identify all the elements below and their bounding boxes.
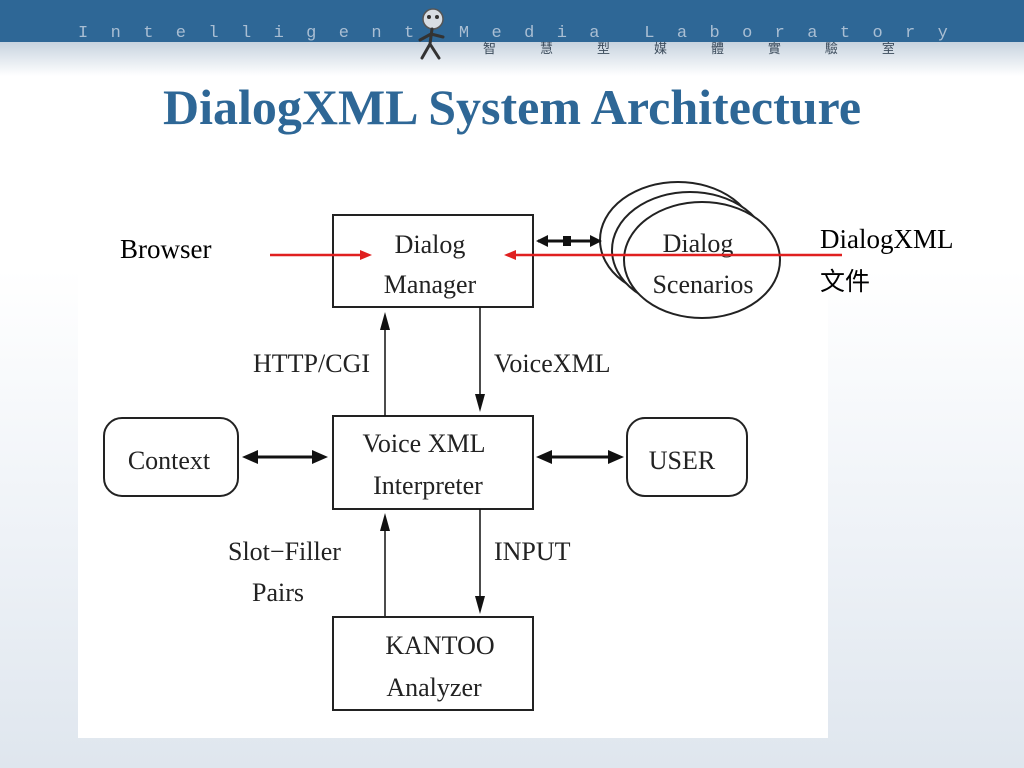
lab-name-cjk: 智慧型媒體實驗室 xyxy=(483,38,895,57)
browser-label: Browser xyxy=(120,234,212,264)
context-label: Context xyxy=(128,446,211,475)
http-cgi-label: HTTP/CGI xyxy=(253,349,370,378)
user-node: USER xyxy=(626,417,748,497)
lab-name-cjk-char: 型 xyxy=(596,42,610,57)
interpreter-line1: Voice XML xyxy=(362,429,485,458)
lab-name-letter: e xyxy=(175,24,186,43)
lab-name-cjk-char: 室 xyxy=(881,42,895,57)
context-interpreter-connector xyxy=(242,450,328,464)
manager-scenarios-connector xyxy=(536,235,602,247)
lab-name-letter: r xyxy=(774,24,785,43)
slot-filler-connector: Slot−Filler Pairs xyxy=(228,513,390,617)
lab-name-letter: o xyxy=(872,24,883,43)
lab-name-letter: t xyxy=(403,24,415,43)
lab-name-cjk-char: 慧 xyxy=(539,42,553,57)
http-cgi-connector: HTTP/CGI xyxy=(253,312,390,416)
dialog-manager-node: Dialog Manager xyxy=(332,214,534,308)
interpreter-user-connector xyxy=(536,450,624,464)
dialog-scenarios-line2: Scenarios xyxy=(652,270,753,299)
input-connector: INPUT xyxy=(475,509,571,614)
dialogxml-label: DialogXML xyxy=(820,224,954,254)
dialog-manager-line2: Manager xyxy=(384,270,477,299)
lab-name-letter: y xyxy=(937,24,948,43)
lab-name-cjk-char: 媒 xyxy=(653,42,667,57)
voicexml-connector: VoiceXML xyxy=(475,307,611,412)
lab-name-letter: a xyxy=(589,24,600,43)
context-node: Context xyxy=(103,417,239,497)
lab-name-cjk-char: 實 xyxy=(767,42,781,57)
header-fade xyxy=(0,42,1024,76)
lab-name-letter: b xyxy=(709,24,720,43)
lab-name-letter: I xyxy=(78,24,89,43)
lab-name-letter: r xyxy=(905,24,916,43)
lab-mascot-icon xyxy=(418,8,445,60)
lab-name-letter: L xyxy=(644,24,655,43)
slot-filler-label-line1: Slot−Filler xyxy=(228,537,341,566)
header-bar xyxy=(0,0,1024,42)
analyzer-line2: Analyzer xyxy=(386,673,482,702)
lab-name-letter: i xyxy=(556,24,567,43)
dialog-scenarios-node: Dialog Scenarios xyxy=(599,181,781,319)
interpreter-line2: Interpreter xyxy=(373,471,483,500)
lab-name-letter: o xyxy=(742,24,753,43)
lab-name-cjk-char: 體 xyxy=(710,42,724,57)
dialogxml-file-label: 文件 xyxy=(820,267,871,296)
lab-name-letter: e xyxy=(338,24,349,43)
dialogxml-arrow xyxy=(504,250,842,260)
analyzer-line1: KANTOO xyxy=(385,631,494,660)
lab-name-letter: M xyxy=(458,24,470,43)
lab-name-letter: a xyxy=(676,24,688,43)
lab-name-cjk-char: 智 xyxy=(483,42,497,57)
dialog-manager-line1: Dialog xyxy=(395,230,466,259)
slide-title: DialogXML System Architecture xyxy=(162,79,862,135)
browser-arrow xyxy=(270,250,372,260)
user-label: USER xyxy=(649,446,716,475)
lab-name-letter: a xyxy=(807,24,818,43)
slot-filler-label-line2: Pairs xyxy=(252,578,304,607)
lab-name-letter: t xyxy=(143,24,154,43)
lab-name-letter: e xyxy=(491,24,502,43)
lab-name-letter: n xyxy=(371,24,382,43)
voicexml-label: VoiceXML xyxy=(494,349,611,378)
interpreter-node: Voice XML Interpreter xyxy=(332,415,534,510)
lab-name-letter: n xyxy=(110,24,121,43)
dialog-scenarios-line1: Dialog xyxy=(663,229,734,258)
lab-name-letter: l xyxy=(208,24,219,43)
lab-name-cjk-char: 驗 xyxy=(824,42,838,57)
lab-name-letter: d xyxy=(524,24,535,43)
input-label: INPUT xyxy=(494,537,571,566)
lab-name-letter: t xyxy=(839,24,851,43)
lab-name-letter: i xyxy=(273,24,284,43)
lab-name-letter: g xyxy=(306,24,317,43)
lab-name-letter: l xyxy=(240,24,252,43)
analyzer-node: KANTOO Analyzer xyxy=(332,616,534,711)
